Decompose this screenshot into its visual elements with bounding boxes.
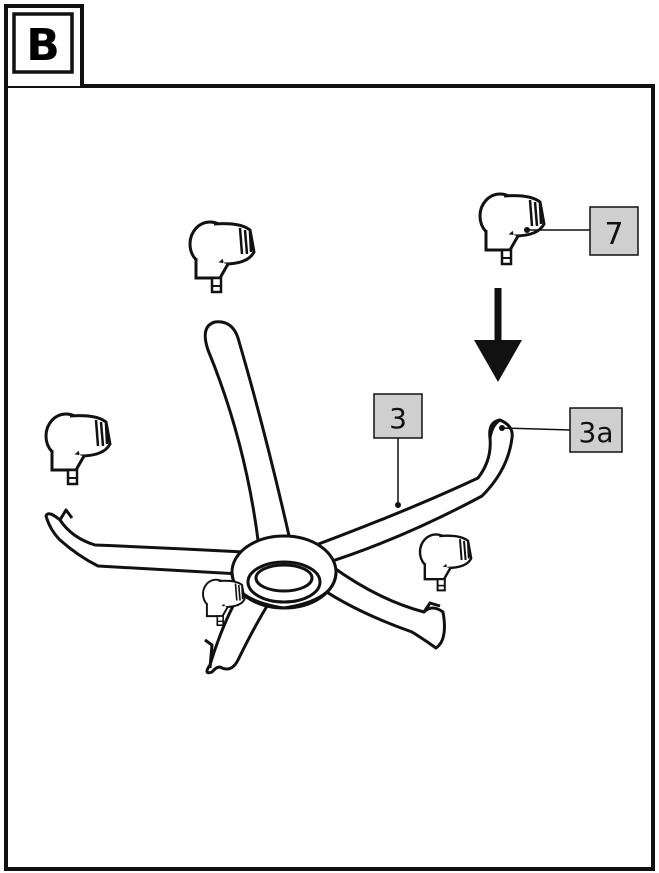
step-badge: B bbox=[4, 4, 84, 86]
panel-frame bbox=[4, 84, 655, 871]
callout-socket-label: 3a bbox=[579, 416, 614, 449]
caster-wheel-icon bbox=[418, 533, 473, 592]
callout-base: 3 bbox=[373, 393, 423, 508]
caster-wheel-icon bbox=[44, 412, 112, 486]
callout-base-label: 3 bbox=[389, 402, 407, 435]
callout-socket: 3a bbox=[499, 407, 623, 453]
down-arrow-icon bbox=[474, 288, 522, 382]
caster-wheel-icon bbox=[478, 192, 546, 266]
callout-caster-label: 7 bbox=[604, 217, 623, 252]
caster-wheel-icon bbox=[188, 220, 256, 294]
callout-caster: 7 bbox=[524, 206, 639, 256]
step-letter: B bbox=[26, 20, 60, 71]
star-base-icon bbox=[44, 320, 514, 675]
